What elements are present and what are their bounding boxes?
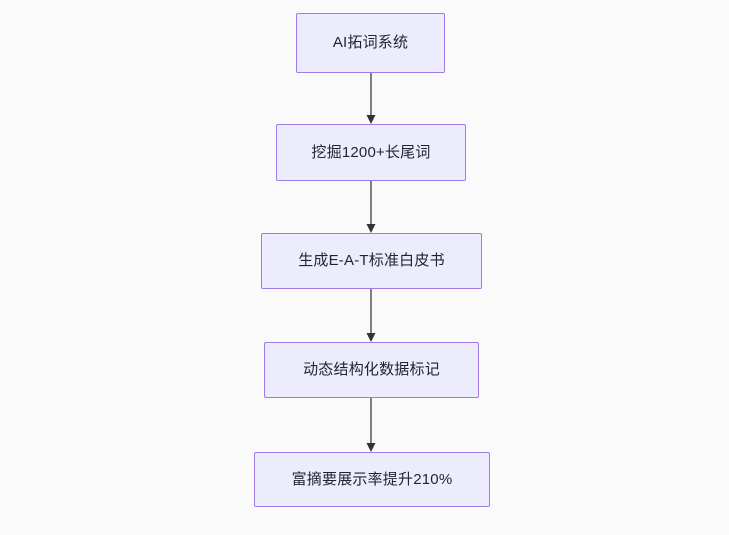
flow-node-label: 生成E-A-T标准白皮书: [298, 252, 445, 269]
flow-node-label: 动态结构化数据标记: [303, 361, 440, 378]
flow-node-5[interactable]: 富摘要展示率提升210%: [254, 452, 490, 507]
arrowhead-icon: [366, 333, 376, 342]
flow-node-label: 富摘要展示率提升210%: [291, 470, 453, 488]
flow-node-4[interactable]: 动态结构化数据标记: [264, 342, 479, 398]
flow-node-3[interactable]: 生成E-A-T标准白皮书: [261, 233, 482, 289]
flow-edge: [363, 398, 379, 452]
flow-edge: [363, 289, 379, 342]
flow-node-1[interactable]: AI拓词系统: [296, 13, 445, 73]
flow-node-2[interactable]: 挖掘1200+长尾词: [276, 124, 466, 181]
arrowhead-icon: [366, 224, 376, 233]
flow-node-label: AI拓词系统: [332, 34, 409, 51]
flow-node-label: 挖掘1200+长尾词: [311, 143, 431, 161]
flow-edge: [363, 181, 379, 233]
arrowhead-icon: [366, 443, 376, 452]
flow-edge: [363, 73, 379, 124]
arrowhead-icon: [366, 115, 376, 124]
